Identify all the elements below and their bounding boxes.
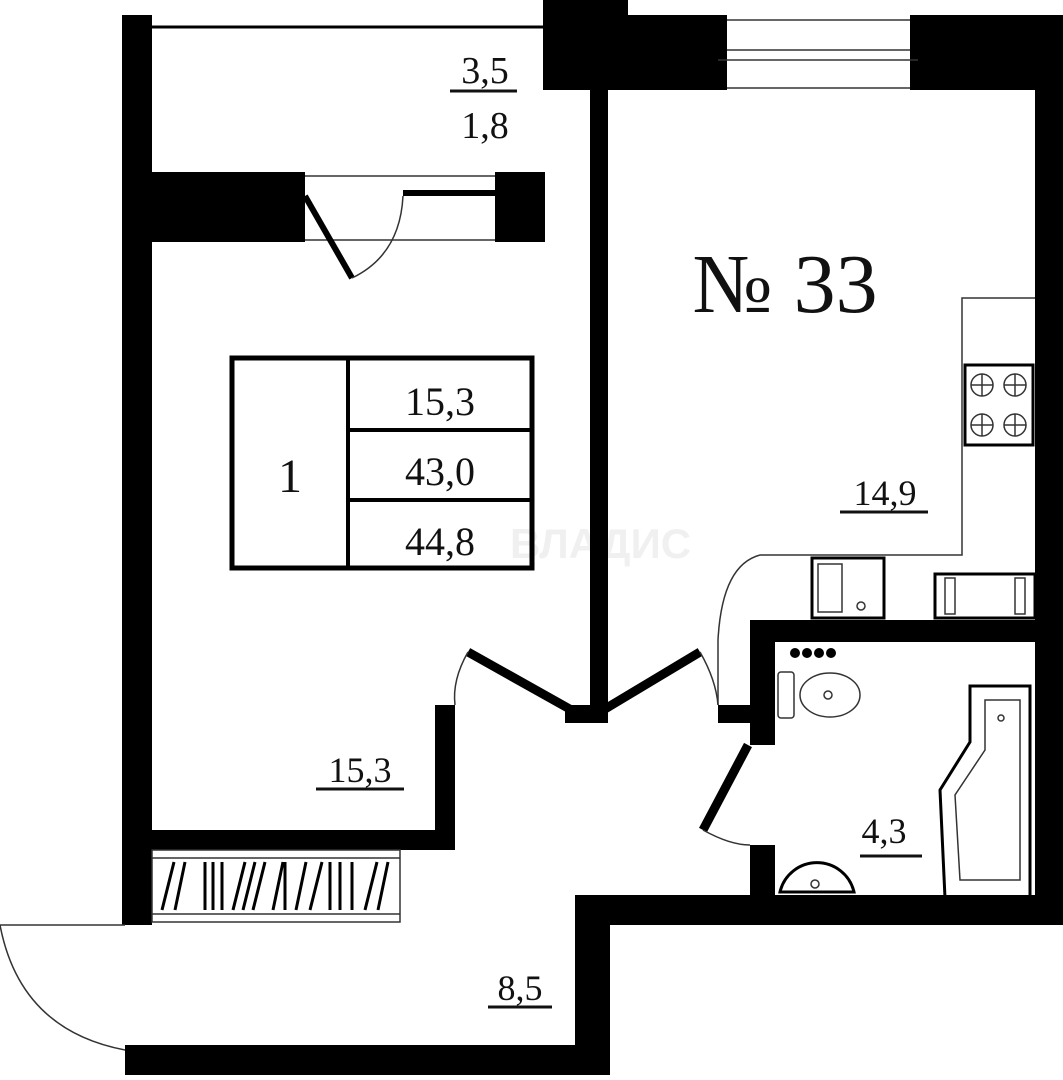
living-area-value: 15,3 (405, 379, 475, 424)
balcony-reduced-area-label: 1,8 (461, 105, 509, 147)
doors (0, 194, 752, 1051)
apartment-number: № 33 (692, 238, 877, 331)
kitchen-area-label: 14,9 (854, 473, 917, 513)
living-room-area-label: 15,3 (329, 750, 392, 790)
walls (122, 0, 1063, 1075)
bathroom-fixtures (777, 648, 1032, 900)
table-icon (933, 572, 1037, 620)
bathtub-icon (938, 684, 1032, 900)
room-count: 1 (278, 450, 302, 503)
kitchen-counter (717, 297, 1037, 705)
wardrobe (151, 849, 401, 923)
balcony-area-label: 3,5 (461, 50, 509, 92)
sink-icon (810, 556, 886, 620)
total-with-balcony-value: 44,8 (405, 519, 475, 564)
toilet-icon (777, 671, 861, 719)
windows (152, 19, 918, 241)
bathroom-area-label: 4,3 (862, 811, 907, 851)
summary-table (229, 355, 535, 571)
hallway-area-label: 8,5 (498, 968, 543, 1008)
stove-icon (970, 373, 1027, 437)
riser-icon (790, 648, 836, 658)
washbasin-icon (778, 861, 856, 894)
total-area-value: 43,0 (405, 449, 475, 494)
watermark: ВЛАДИС (510, 520, 691, 567)
